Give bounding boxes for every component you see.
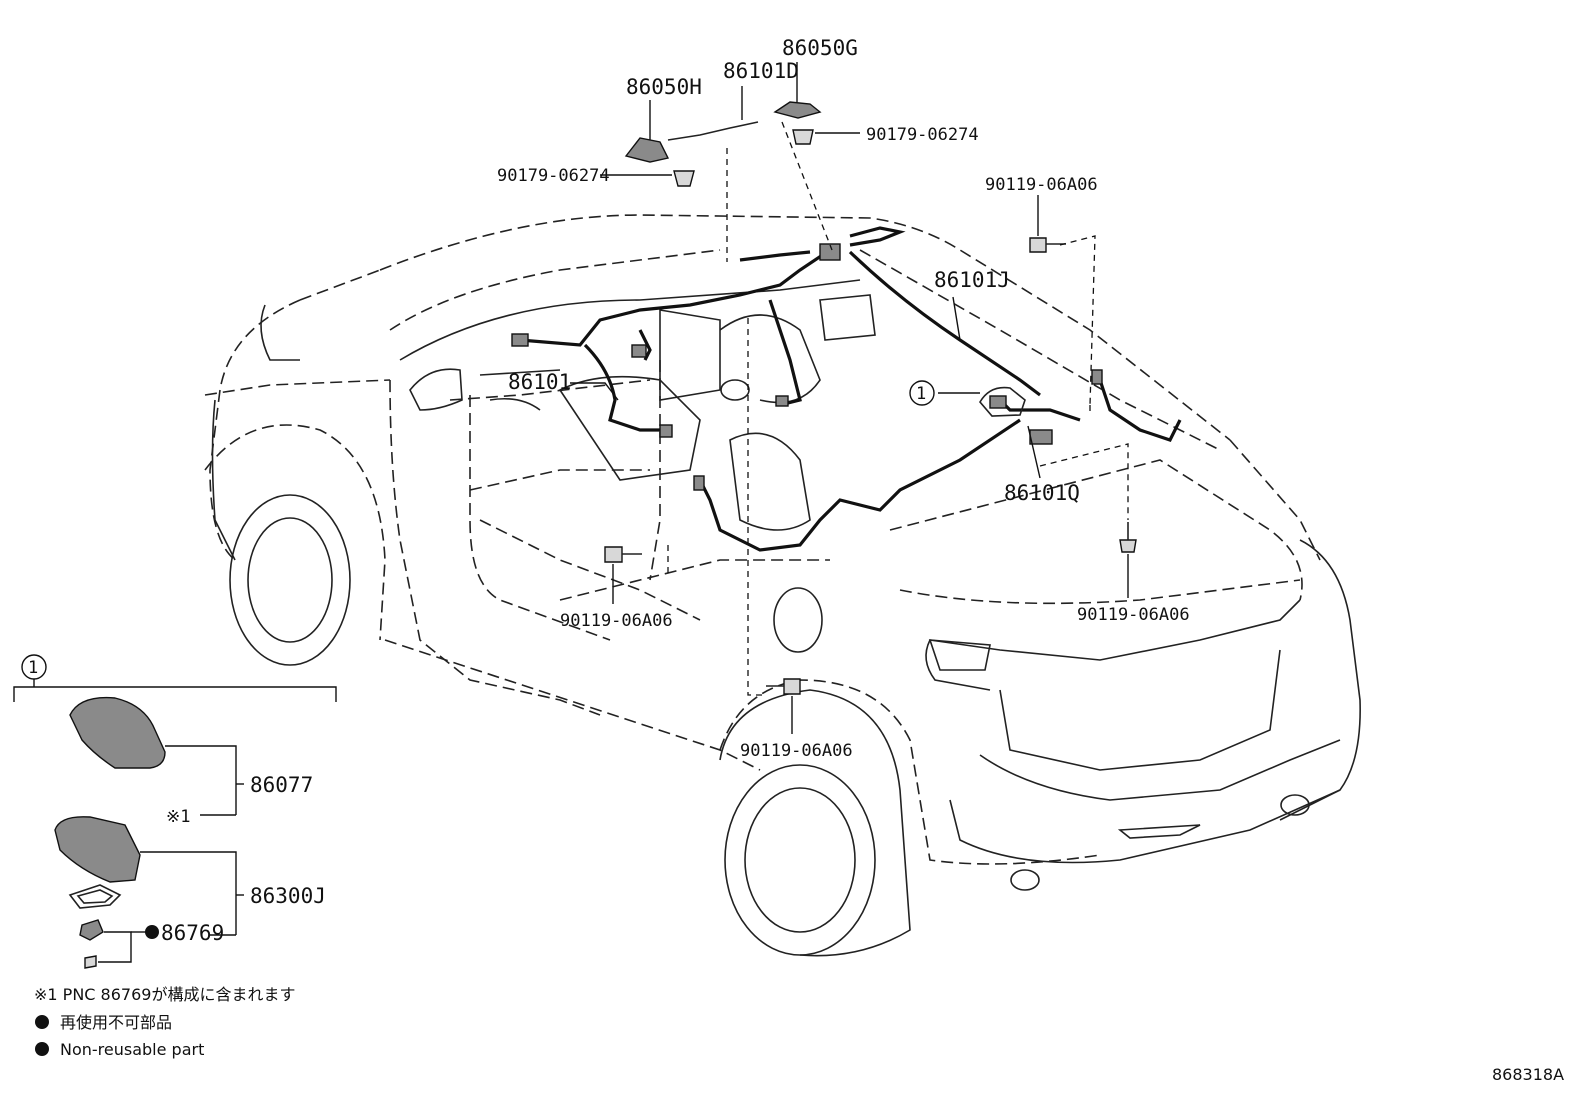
note-non-reusable-en: Non-reusable part [60,1040,204,1059]
part-86101D[interactable] [667,86,759,141]
legend-dot-en [35,1042,49,1056]
label-90119-top: 90119-06A06 [985,175,1098,195]
label-90119-bottom: 90119-06A06 [740,741,853,761]
part-86050H[interactable] [624,100,670,163]
non-reusable-dot [145,925,159,939]
label-86101: 86101 [508,370,571,394]
label-90179-right: 90179-06274 [866,125,979,145]
bolt-90119-mid[interactable] [604,546,642,604]
note-pnc: ※1 PNC 86769が構成に含まれます [34,985,295,1004]
bolt-90119-right[interactable] [1119,522,1137,598]
label-86077: 86077 [250,773,313,797]
clip-90179-right[interactable] [792,129,860,145]
label-86101D: 86101D [723,59,799,83]
callout-circle-1: 1 [909,380,935,406]
label-86300J: 86300J [250,884,326,908]
vehicle-body-outline [204,214,1321,865]
callout-number: 1 [916,384,926,404]
label-86101Q: 86101Q [1004,481,1080,505]
clip-90179-left[interactable] [600,170,695,187]
note-ref: ※1 [166,807,190,827]
guide-lines [667,121,1129,696]
antenna-cover-86077[interactable] [69,696,166,769]
nut-86769[interactable] [79,919,104,941]
label-86101J: 86101J [934,268,1010,292]
legend-dot-jp [35,1015,49,1029]
inset-antenna-assembly: 1 86077 ※1 86300J [13,654,337,969]
wire-harness-86101[interactable] [511,243,841,438]
vehicle-rear [211,304,1361,957]
antenna-bolt[interactable] [84,955,97,969]
label-90119-right: 90119-06A06 [1077,605,1190,625]
label-86050G: 86050G [782,36,858,60]
leader-lines [570,296,1041,479]
label-86769: 86769 [161,921,224,945]
bolt-90119-top[interactable] [1029,195,1066,253]
vehicle-interior [399,279,876,531]
roof-antenna-location[interactable] [979,386,1026,417]
label-90119-mid: 90119-06A06 [560,611,673,631]
inset-number: 1 [28,658,38,678]
figure-id: 868318A [1492,1065,1564,1084]
label-90179-left: 90179-06274 [497,166,610,186]
note-non-reusable-jp: 再使用不可部品 [60,1013,172,1032]
label-86050H: 86050H [626,75,702,99]
gasket[interactable] [68,884,122,909]
antenna-base-86300J[interactable] [54,816,141,883]
bolt-90119-bottom[interactable] [766,678,801,734]
part-86050G[interactable] [773,62,822,119]
